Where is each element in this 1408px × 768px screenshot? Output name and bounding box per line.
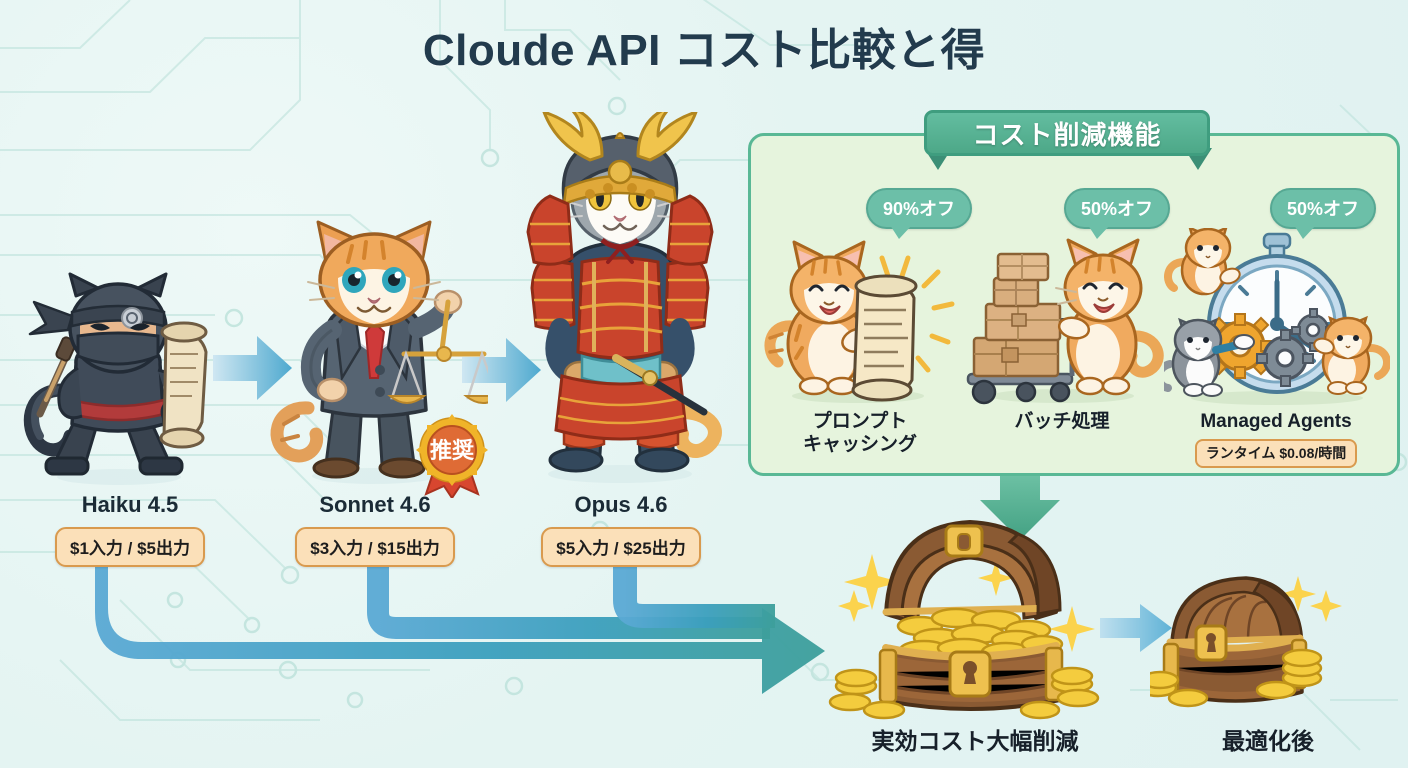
feature-label-prompt-caching: プロンプト キャッシング (802, 411, 917, 456)
runtime-price-badge: ランタイム $0.08/時間 (1194, 439, 1358, 469)
discount-bubble-caching: 90%オフ (866, 188, 973, 239)
price-badge-opus: $5入力 / $25出力 (541, 527, 701, 567)
businessman-cat-illustration (270, 220, 488, 484)
managed-agents-illustration (1164, 228, 1390, 405)
panel-banner: コスト削減機能 (924, 110, 1210, 156)
model-name-opus: Opus 4.6 (574, 492, 668, 517)
kitten-right (1313, 315, 1390, 395)
prompt-caching-illustration (764, 240, 955, 403)
kitten-left (1164, 317, 1255, 397)
model-name-sonnet: Sonnet 4.6 (319, 492, 431, 517)
closed-treasure-chest-illustration (1150, 576, 1342, 708)
kitten-top (1164, 228, 1241, 296)
recommended-badge-rosette: 推奨 (416, 414, 488, 498)
model-column-haiku: Haiku 4.5 $1入力 / $5出力 (20, 492, 240, 567)
justice-scales-icon (387, 299, 488, 404)
feature-prompt-caching: プロンプト キャッシング (760, 410, 960, 456)
sparkle-icons (838, 554, 1095, 652)
feature-batch-processing: バッチ処理 (962, 410, 1162, 433)
feature-label-batch-processing: バッチ処理 (1014, 411, 1110, 432)
discount-bubble-agents: 50%オフ (1270, 188, 1377, 239)
page-title: Cloude API コスト比較と得 (422, 26, 986, 75)
price-badge-sonnet: $3入力 / $15出力 (295, 527, 455, 567)
samurai-cat-illustration (526, 112, 722, 483)
outcome-label-savings: 実効コスト大幅削減 (871, 728, 1079, 754)
discount-bubble-batch: 50%オフ (1064, 188, 1171, 239)
recommended-badge-text: 推奨 (430, 438, 475, 463)
feature-label-managed-agents: Managed Agents (1200, 411, 1352, 432)
model-name-haiku: Haiku 4.5 (81, 492, 179, 517)
sparkle-icons (1280, 576, 1342, 622)
model-column-opus: Opus 4.6 $5入力 / $25出力 (508, 492, 734, 567)
panel-banner-title: コスト削減機能 (972, 119, 1162, 150)
outcome-label-optimized: 最適化後 (1222, 728, 1314, 754)
model-column-sonnet: Sonnet 4.6 $3入力 / $15出力 (262, 492, 488, 567)
ninja-cat-illustration (23, 272, 208, 485)
price-badge-haiku: $1入力 / $5出力 (55, 527, 205, 567)
feature-managed-agents: Managed Agents ランタイム $0.08/時間 (1176, 410, 1376, 469)
batch-processing-illustration (966, 238, 1164, 405)
open-treasure-chest-illustration (828, 520, 1100, 720)
